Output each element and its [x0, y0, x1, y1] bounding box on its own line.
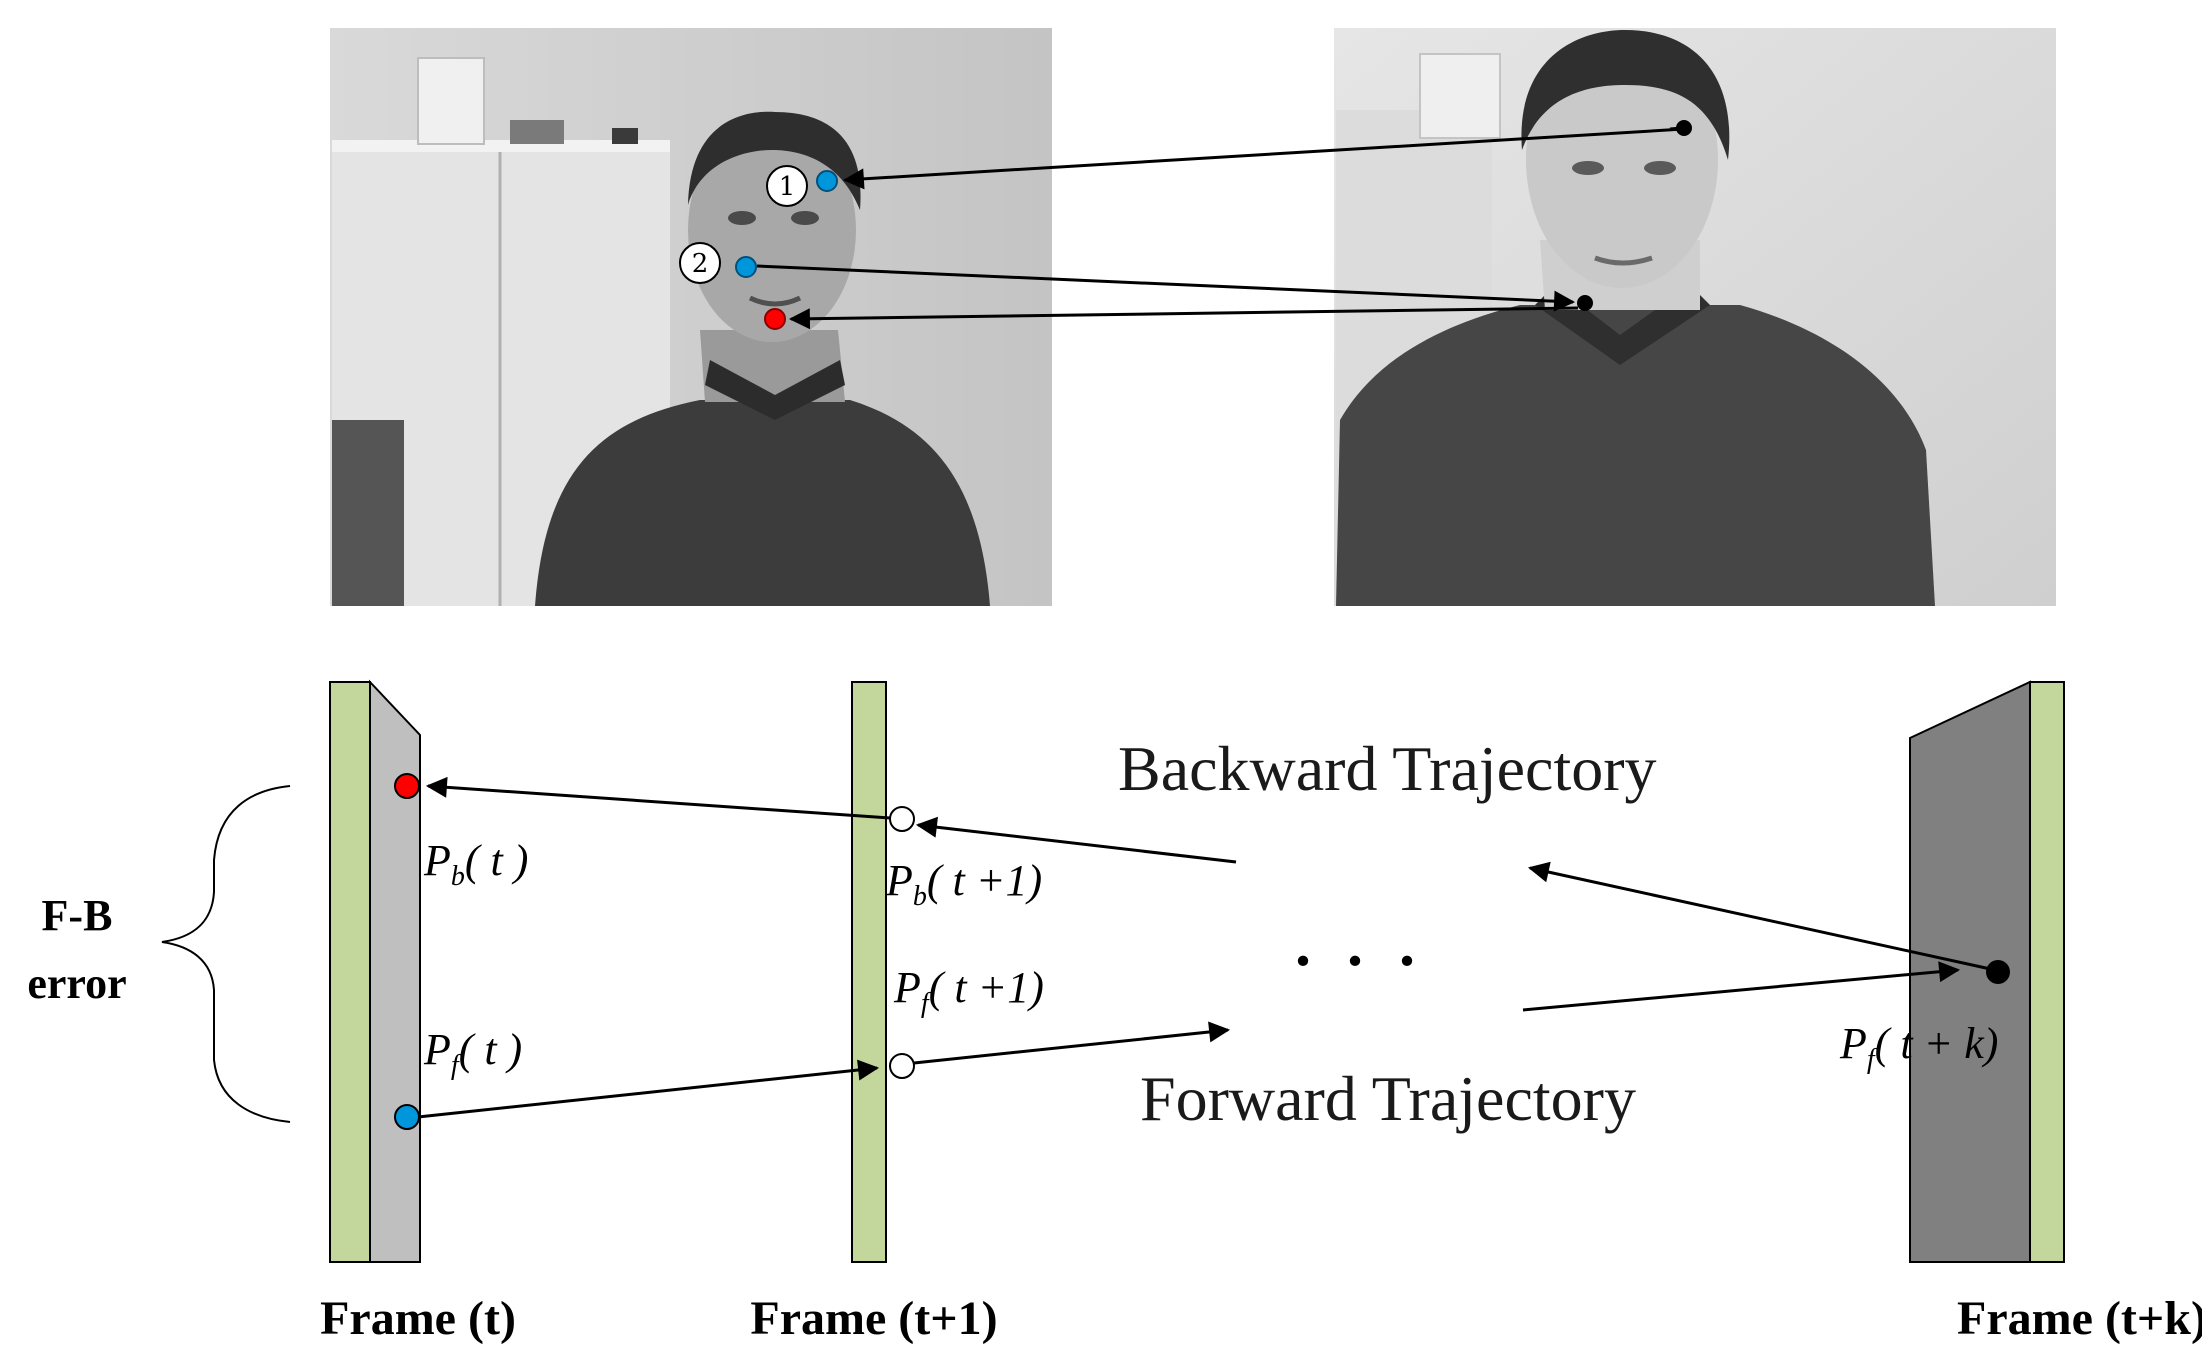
frame-t1	[851, 681, 887, 1263]
point-pf-t	[394, 1104, 420, 1130]
backward-trajectory-label: Backward Trajectory	[1118, 733, 1657, 804]
point-pb-t	[394, 773, 420, 799]
label-pf-t: Pf( t )	[423, 1025, 522, 1081]
frame-tk-caption: Frame (t+k)	[1957, 1292, 2202, 1345]
arrow-forward-to-tk	[1522, 961, 1961, 1012]
photo-frame-t-plus-k	[1334, 28, 2056, 606]
forward-trajectory-label: Forward Trajectory	[1140, 1063, 1636, 1134]
fb-error-brace	[161, 785, 291, 1123]
frame-t-caption: Frame (t)	[320, 1292, 516, 1345]
arrow-1-stub	[1669, 126, 1683, 131]
point-1-tracked	[1676, 120, 1692, 136]
frame-tk	[1909, 680, 2065, 1263]
arrow-1-backward	[842, 127, 1685, 190]
arrow-forward-from-t1	[913, 1021, 1231, 1065]
marker-1-label: 1	[779, 172, 796, 202]
marker-1: 1	[766, 165, 808, 207]
frame-t	[329, 679, 421, 1263]
arrow-backward-to-t	[425, 776, 891, 820]
label-pb-t: Pb( t )	[423, 836, 528, 892]
arrow-backward-to-t1	[915, 816, 1237, 864]
trajectory-arrows	[417, 776, 1996, 1119]
ellipsis-label: . . .	[1295, 908, 1425, 979]
marker-2: 2	[679, 242, 721, 284]
marker-2-label: 2	[692, 249, 709, 279]
point-2-tracked	[1577, 295, 1593, 311]
fb-error-label-line1: F-B	[42, 891, 113, 940]
label-pf-t1: Pf( t +1)	[893, 963, 1044, 1019]
point-pb-t1	[889, 806, 915, 832]
arrow-2-backward	[788, 306, 1579, 330]
point-2-backtracked-red	[764, 308, 786, 330]
arrow-forward-to-t1	[417, 1059, 880, 1119]
fb-error-label-line2: error	[27, 959, 126, 1008]
label-pb-t1: Pb( t +1)	[885, 856, 1042, 912]
point-1-blue	[816, 170, 838, 192]
point-pf-tk	[1986, 960, 2010, 984]
point-2-blue	[735, 256, 757, 278]
photo-tracking-arrows	[756, 126, 1685, 330]
label-pf-tk: Pf( t + k)	[1839, 1019, 1998, 1075]
frame-t1-caption: Frame (t+1)	[750, 1292, 997, 1345]
arrow-2-forward	[756, 264, 1576, 312]
point-pf-t1	[889, 1053, 915, 1079]
arrow-backward-from-tk	[1527, 861, 1996, 972]
